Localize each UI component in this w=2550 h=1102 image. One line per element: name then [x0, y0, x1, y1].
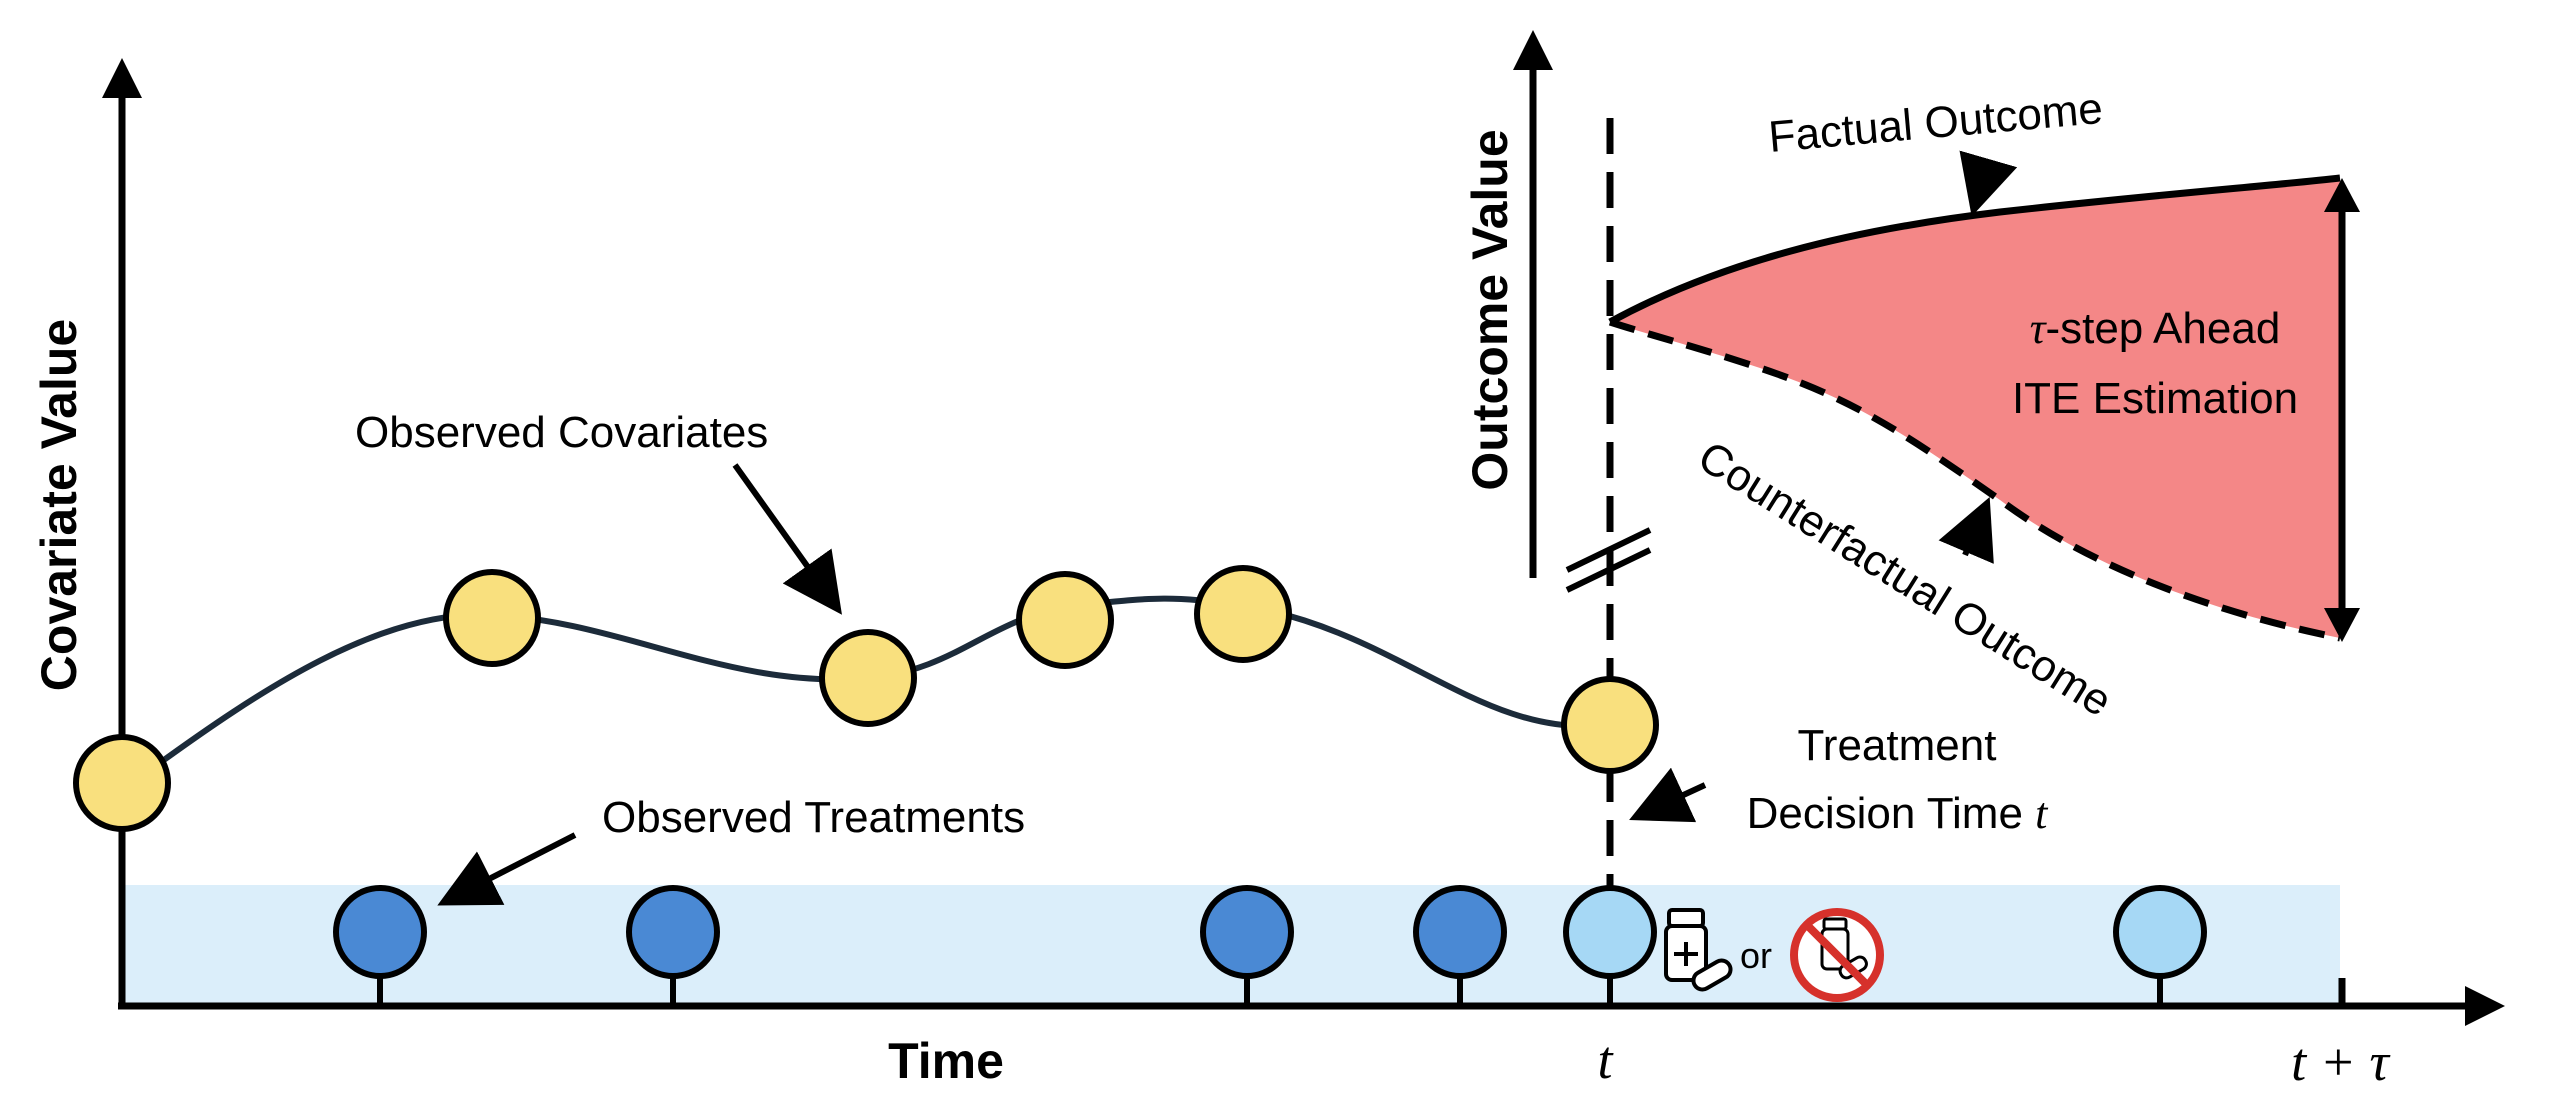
medicine-bottle-icon	[1664, 908, 1733, 992]
covariate-marker	[443, 569, 541, 667]
future-treatment-marker	[2113, 885, 2207, 979]
future-treatment-marker	[1563, 885, 1657, 979]
ite-label-line1: τ-step Ahead	[2030, 304, 2281, 353]
factual-outcome-label: Factual Outcome	[1767, 84, 2105, 162]
counterfactual-outcome-curve	[1608, 318, 2341, 642]
covariate-marker	[1194, 565, 1292, 663]
covariate-marker	[73, 734, 171, 832]
treatments-pointer-arrow	[437, 832, 577, 906]
treatment-label-line1: Treatment	[1798, 721, 1997, 770]
ite-line1-text: -step Ahead	[2045, 304, 2280, 353]
left-axes	[102, 58, 2505, 1026]
observed-treatment-marker	[1200, 885, 1294, 979]
x-axis-title: Time	[888, 1033, 1004, 1089]
observed-covariates-label: Observed Covariates	[355, 408, 768, 457]
ite-range-arrow	[2324, 178, 2360, 642]
covariate-marker	[819, 629, 917, 727]
covariate-marker	[1016, 571, 1114, 669]
treatment-line2-var: t	[2035, 789, 2049, 838]
axis-break-marks	[1565, 527, 1652, 593]
y-axis-title-outcome: Outcome Value	[1462, 129, 1518, 490]
or-label: or	[1740, 935, 1772, 976]
outcome-axis	[1513, 30, 1553, 578]
ite-region	[1610, 178, 2340, 638]
observed-treatment-marker	[333, 885, 427, 979]
counterfactual-pointer-arrow	[1938, 496, 1994, 564]
covariate-curve	[148, 595, 1611, 773]
treatment-line2-text: Decision Time	[1747, 789, 2036, 838]
ite-label-line2: ITE Estimation	[2012, 374, 2298, 423]
covariate-marker	[1561, 676, 1659, 774]
observed-treatment-marker	[1413, 885, 1507, 979]
decision-time-pointer-arrow	[1629, 767, 1707, 823]
treatment-label-line2: Decision Time t	[1747, 789, 2050, 838]
y-axis-title-covariate: Covariate Value	[31, 319, 87, 691]
tau-symbol: τ	[2030, 304, 2048, 353]
covariates-pointer-arrow	[732, 463, 842, 615]
tick-label-t: t	[1597, 1030, 1614, 1090]
no-medicine-icon	[1790, 908, 1884, 1002]
factual-pointer-arrow	[1959, 150, 2018, 217]
observed-treatments-label: Observed Treatments	[602, 793, 1025, 842]
observed-treatment-marker	[626, 885, 720, 979]
tick-label-t-plus-tau: t + τ	[2291, 1032, 2390, 1092]
